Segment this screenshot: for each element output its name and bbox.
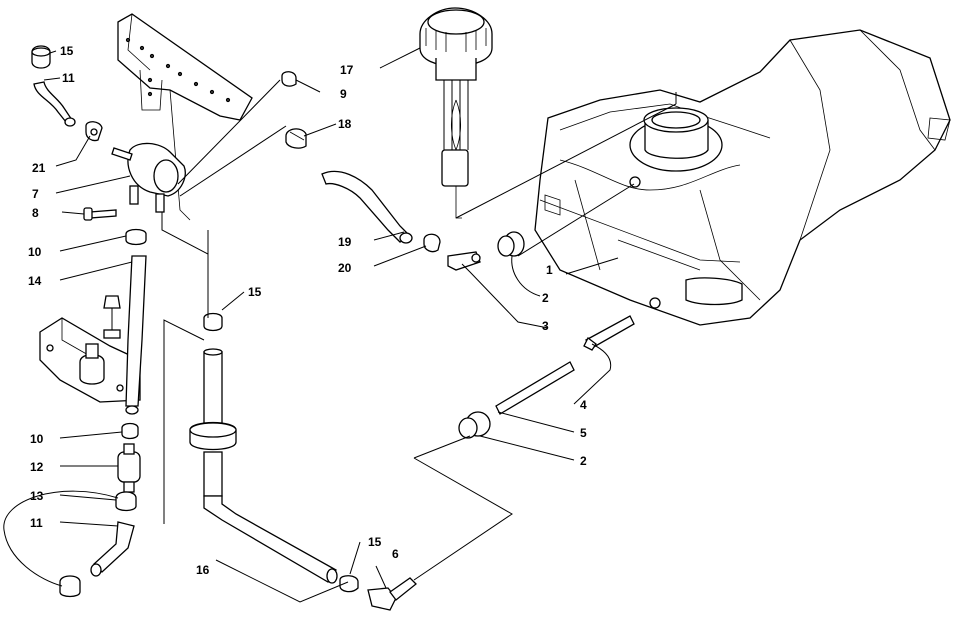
hose-11-bottom — [90, 521, 135, 577]
leader-lines — [3, 47, 677, 603]
clamp-15-lower — [339, 575, 359, 593]
callout-7: 7 — [32, 187, 39, 201]
callout-10-upper: 10 — [28, 245, 42, 259]
callout-15-top: 15 — [60, 44, 74, 58]
cap-15-loose — [59, 575, 81, 598]
pump-mount-bracket — [39, 295, 141, 403]
callout-14: 14 — [28, 274, 42, 288]
hose-11-top — [33, 81, 76, 127]
fitting-4 — [583, 315, 635, 351]
callout-21: 21 — [32, 161, 46, 175]
callout-labels: 15 11 21 7 8 9 18 17 10 14 15 19 20 1 2 … — [28, 44, 587, 577]
callout-3: 3 — [542, 319, 549, 333]
clamp-15-top — [31, 45, 51, 69]
clamp-13 — [115, 491, 137, 512]
callout-16: 16 — [196, 563, 210, 577]
fuel-cap-sender — [419, 7, 493, 219]
vent-fitting-3 — [447, 251, 481, 271]
hose-14 — [125, 255, 147, 415]
callout-8: 8 — [32, 206, 39, 220]
callout-10-lower: 10 — [30, 432, 44, 446]
callout-12: 12 — [30, 460, 44, 474]
callout-17: 17 — [340, 63, 354, 77]
frame-bracket — [117, 13, 253, 221]
clamp-10-upper — [125, 228, 147, 246]
clamp-18 — [285, 128, 307, 149]
callout-1: 1 — [546, 263, 553, 277]
callout-5: 5 — [580, 426, 587, 440]
tank-filler-neck — [629, 107, 723, 172]
clamp-21 — [85, 121, 103, 142]
clamp-10-lower — [121, 422, 139, 440]
callout-2-lower: 2 — [580, 454, 587, 468]
callout-15-lower: 15 — [368, 535, 382, 549]
vent-hose-19 — [321, 170, 413, 244]
clamp-20 — [423, 233, 441, 253]
callout-18: 18 — [338, 117, 352, 131]
callout-2-upper: 2 — [542, 291, 549, 305]
callout-13: 13 — [30, 489, 44, 503]
callout-11-top: 11 — [62, 71, 75, 85]
callout-9: 9 — [340, 87, 347, 101]
screw-8 — [83, 207, 117, 221]
callout-11-bottom: 11 — [30, 516, 43, 530]
shutoff-valve-7 — [111, 142, 186, 213]
tube-5 — [495, 361, 575, 415]
fuel-line-16 — [189, 348, 338, 584]
grommet-2-lower — [458, 411, 491, 439]
fuel-tank — [534, 29, 951, 326]
callout-4: 4 — [580, 398, 587, 412]
callout-6: 6 — [392, 547, 399, 561]
clamp-15-center — [203, 312, 223, 332]
fuel-filter-12 — [117, 443, 141, 493]
callout-15-center: 15 — [248, 285, 262, 299]
callout-20: 20 — [338, 261, 352, 275]
clamp-9 — [281, 71, 297, 87]
callout-19: 19 — [338, 235, 352, 249]
grommet-2-upper — [497, 231, 525, 257]
elbow-fitting-6 — [367, 577, 417, 611]
